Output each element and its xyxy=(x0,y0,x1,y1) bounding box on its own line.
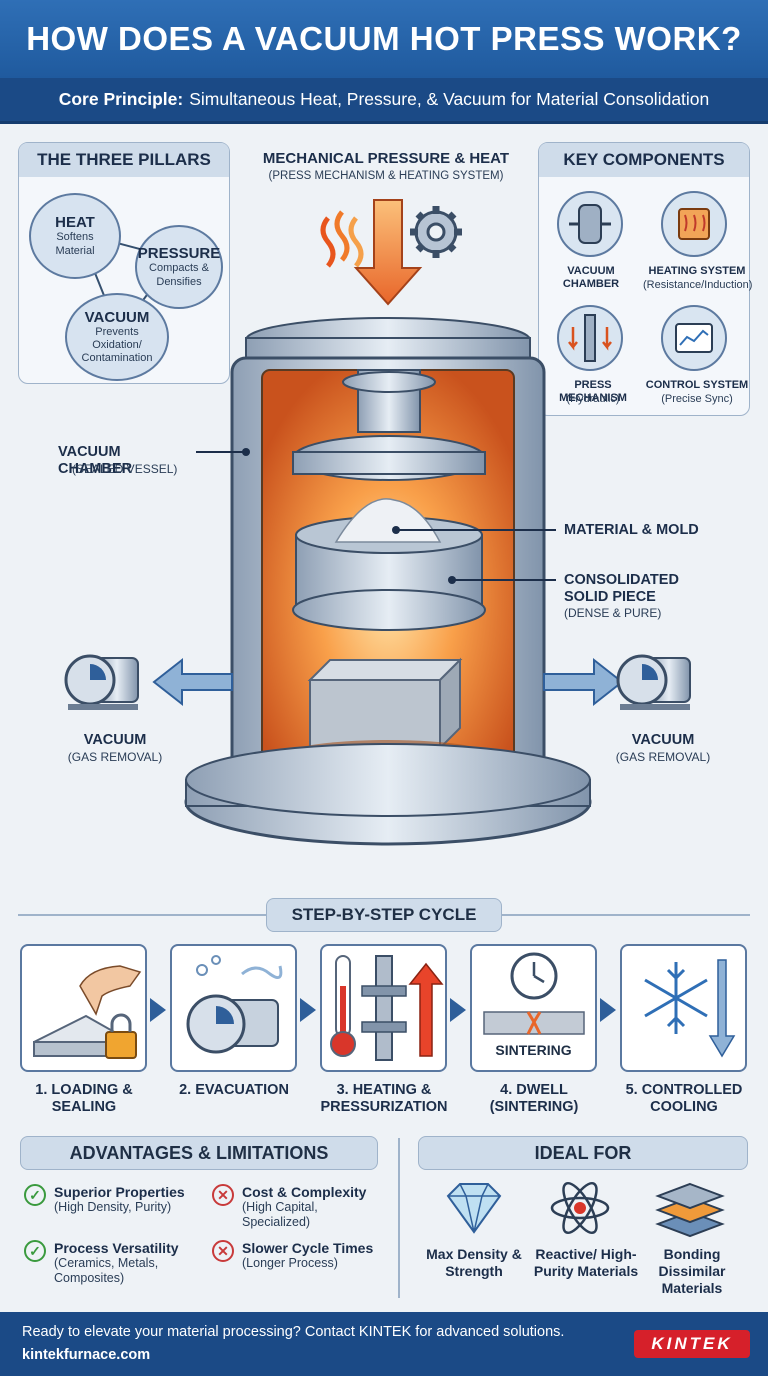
title-bar: HOW DOES A VACUUM HOT PRESS WORK? xyxy=(0,0,768,78)
vacuum-left-sub: (GAS REMOVAL) xyxy=(67,750,163,764)
vacuum-chamber-callout-sub: (SEALED VESSEL) xyxy=(72,462,178,476)
pillar-vacuum-desc: Prevents Oxidation/ Contamination xyxy=(81,325,153,365)
vacuum-pump-left-icon xyxy=(64,654,139,710)
comp-control-title: CONTROL SYSTEM xyxy=(645,379,749,391)
step-2-label: 2. EVACUATION xyxy=(179,1082,289,1098)
comp-vacuum-chamber-title: VACUUM CHAMBER xyxy=(562,265,620,290)
vacuum-chamber-callout: VACUUM CHAMBER xyxy=(58,444,133,477)
pillar-heat: HEAT Softens Material xyxy=(29,193,121,279)
pillar-vacuum: VACUUM Prevents Oxidation/ Contamination xyxy=(65,293,169,381)
vacuum-arrow-left xyxy=(152,657,233,707)
consolidated-callout: CONSOLIDATED SOLID PIECE xyxy=(564,572,679,605)
comp-heating-sub: (Resistance/Induction) xyxy=(643,279,753,291)
pro-item-1: ✓ Superior Properties(High Density, Puri… xyxy=(24,1184,200,1215)
con-1-title: Cost & Complexity xyxy=(242,1184,367,1200)
con-item-2: ✕ Slower Cycle Times(Longer Process) xyxy=(212,1240,382,1271)
page-title: HOW DOES A VACUUM HOT PRESS WORK? xyxy=(26,20,742,57)
vacuum-left-label: VACUUM xyxy=(83,732,147,748)
control-system-icon xyxy=(661,305,727,371)
consolidated-callout-sub: (DENSE & PURE) xyxy=(564,606,662,620)
vacuum-pump-right-icon xyxy=(616,654,691,710)
heating-system-icon xyxy=(661,191,727,257)
atom-icon xyxy=(550,1181,610,1235)
pro-1-title: Superior Properties xyxy=(54,1184,185,1200)
con-2-title: Slower Cycle Times xyxy=(242,1240,374,1256)
vacuum-right-sub: (GAS REMOVAL) xyxy=(615,750,711,764)
step-arrow-2 xyxy=(300,998,316,1022)
pressure-arrow xyxy=(353,199,423,306)
vacuum-arrow-right xyxy=(543,657,624,707)
components-panel: KEY COMPONENTS VACUUM CHAMBER HEATING SY… xyxy=(538,142,753,416)
check-icon: ✓ xyxy=(24,1240,46,1262)
step-arrow-3 xyxy=(450,998,466,1022)
con-item-1: ✕ Cost & Complexity(High Capital, Specia… xyxy=(212,1184,382,1230)
x-icon: ✕ xyxy=(212,1184,234,1206)
core-principle-label: Core Principle: xyxy=(58,89,184,109)
pro-item-2: ✓ Process Versatility(Ceramics, Metals, … xyxy=(24,1240,200,1286)
step-1-illustration xyxy=(20,944,147,1072)
press-heat-label: MECHANICAL PRESSURE & HEAT xyxy=(262,150,510,167)
step-4-label: 4. DWELL (SINTERING) xyxy=(489,1082,579,1115)
step-3-illustration xyxy=(320,944,447,1072)
advantages-heading: ADVANTAGES & LIMITATIONS xyxy=(20,1136,378,1170)
pro-2-sub: (Ceramics, Metals, Composites) xyxy=(54,1256,159,1285)
step-2-illustration xyxy=(170,944,297,1072)
material-mold-callout: MATERIAL & MOLD xyxy=(564,522,699,538)
x-icon: ✕ xyxy=(212,1240,234,1262)
vacuum-right-label: VACUUM xyxy=(631,732,695,748)
lock-icon xyxy=(105,1031,137,1059)
pillar-heat-desc: Softens Material xyxy=(55,231,95,257)
vacuum-hot-press-illustration xyxy=(64,199,691,846)
pillars-heading: THE THREE PILLARS xyxy=(19,143,229,177)
check-icon: ✓ xyxy=(24,1184,46,1206)
kintek-logo: KINTEK xyxy=(634,1330,750,1358)
subtitle-bar: Core Principle: Simultaneous Heat, Press… xyxy=(0,78,768,124)
components-heading: KEY COMPONENTS xyxy=(539,143,749,177)
step-5-illustration xyxy=(620,944,747,1072)
ideal-heading: IDEAL FOR xyxy=(418,1136,748,1170)
consolidated-solid-block xyxy=(307,657,463,751)
con-1-sub: (High Capital, Specialized) xyxy=(242,1200,318,1229)
step-4-illustration: SINTERING xyxy=(470,944,597,1072)
pro-2-title: Process Versatility xyxy=(54,1240,179,1256)
core-principle-text: Simultaneous Heat, Pressure, & Vacuum fo… xyxy=(189,89,710,109)
sintering-tag: SINTERING xyxy=(495,1042,572,1058)
snowflake-icon xyxy=(644,959,736,1058)
pillar-vacuum-title: VACUUM xyxy=(84,308,150,326)
layers-icon xyxy=(655,1182,725,1238)
comp-heating-title: HEATING SYSTEM xyxy=(648,265,746,277)
footer-url[interactable]: kintekfurnace.com xyxy=(22,1347,151,1363)
ideal-3-label: Bonding Dissimilar Materials xyxy=(658,1246,726,1296)
press-heat-sub: (PRESS MECHANISM & HEATING SYSTEM) xyxy=(268,170,504,182)
powder-material xyxy=(334,498,442,543)
pro-1-sub: (High Density, Purity) xyxy=(54,1200,172,1214)
pillar-pressure: PRESSURE Compacts & Densifies xyxy=(135,225,223,309)
gear-icon xyxy=(410,206,462,258)
comp-press-title: PRESS MECHANISM xyxy=(559,379,627,404)
ideal-1-label: Max Density & Strength xyxy=(426,1246,522,1279)
step-arrow-1 xyxy=(150,998,166,1022)
pillar-heat-title: HEAT xyxy=(55,214,95,232)
step-1-label: 1. LOADING & SEALING xyxy=(35,1082,133,1115)
ideal-2-label: Reactive/ High-Purity Materials xyxy=(533,1246,639,1279)
footer-cta: Ready to elevate your material processin… xyxy=(22,1324,565,1340)
pillar-pressure-desc: Compacts & Densifies xyxy=(149,262,209,288)
section-divider xyxy=(398,1138,400,1298)
pillar-pressure-title: PRESSURE xyxy=(137,245,221,263)
pillars-panel: THE THREE PILLARS HEAT Softens Material … xyxy=(18,142,230,384)
heat-waves-icon xyxy=(320,210,364,268)
comp-press-sub: (Hydraulic) xyxy=(566,393,620,405)
vacuum-chamber-icon xyxy=(557,191,623,257)
con-2-sub: (Longer Process) xyxy=(242,1256,338,1270)
press-mechanism-icon xyxy=(557,305,623,371)
step-5-label: 5. CONTROLLED COOLING xyxy=(625,1082,743,1115)
step-3-label: 3. HEATING & PRESSURIZATION xyxy=(320,1082,448,1115)
comp-control-sub: (Precise Sync) xyxy=(661,393,733,405)
cycle-heading: STEP-BY-STEP CYCLE xyxy=(266,898,502,932)
step-arrow-4 xyxy=(600,998,616,1022)
diamond-icon xyxy=(446,1183,502,1234)
footer: Ready to elevate your material processin… xyxy=(0,1312,768,1376)
